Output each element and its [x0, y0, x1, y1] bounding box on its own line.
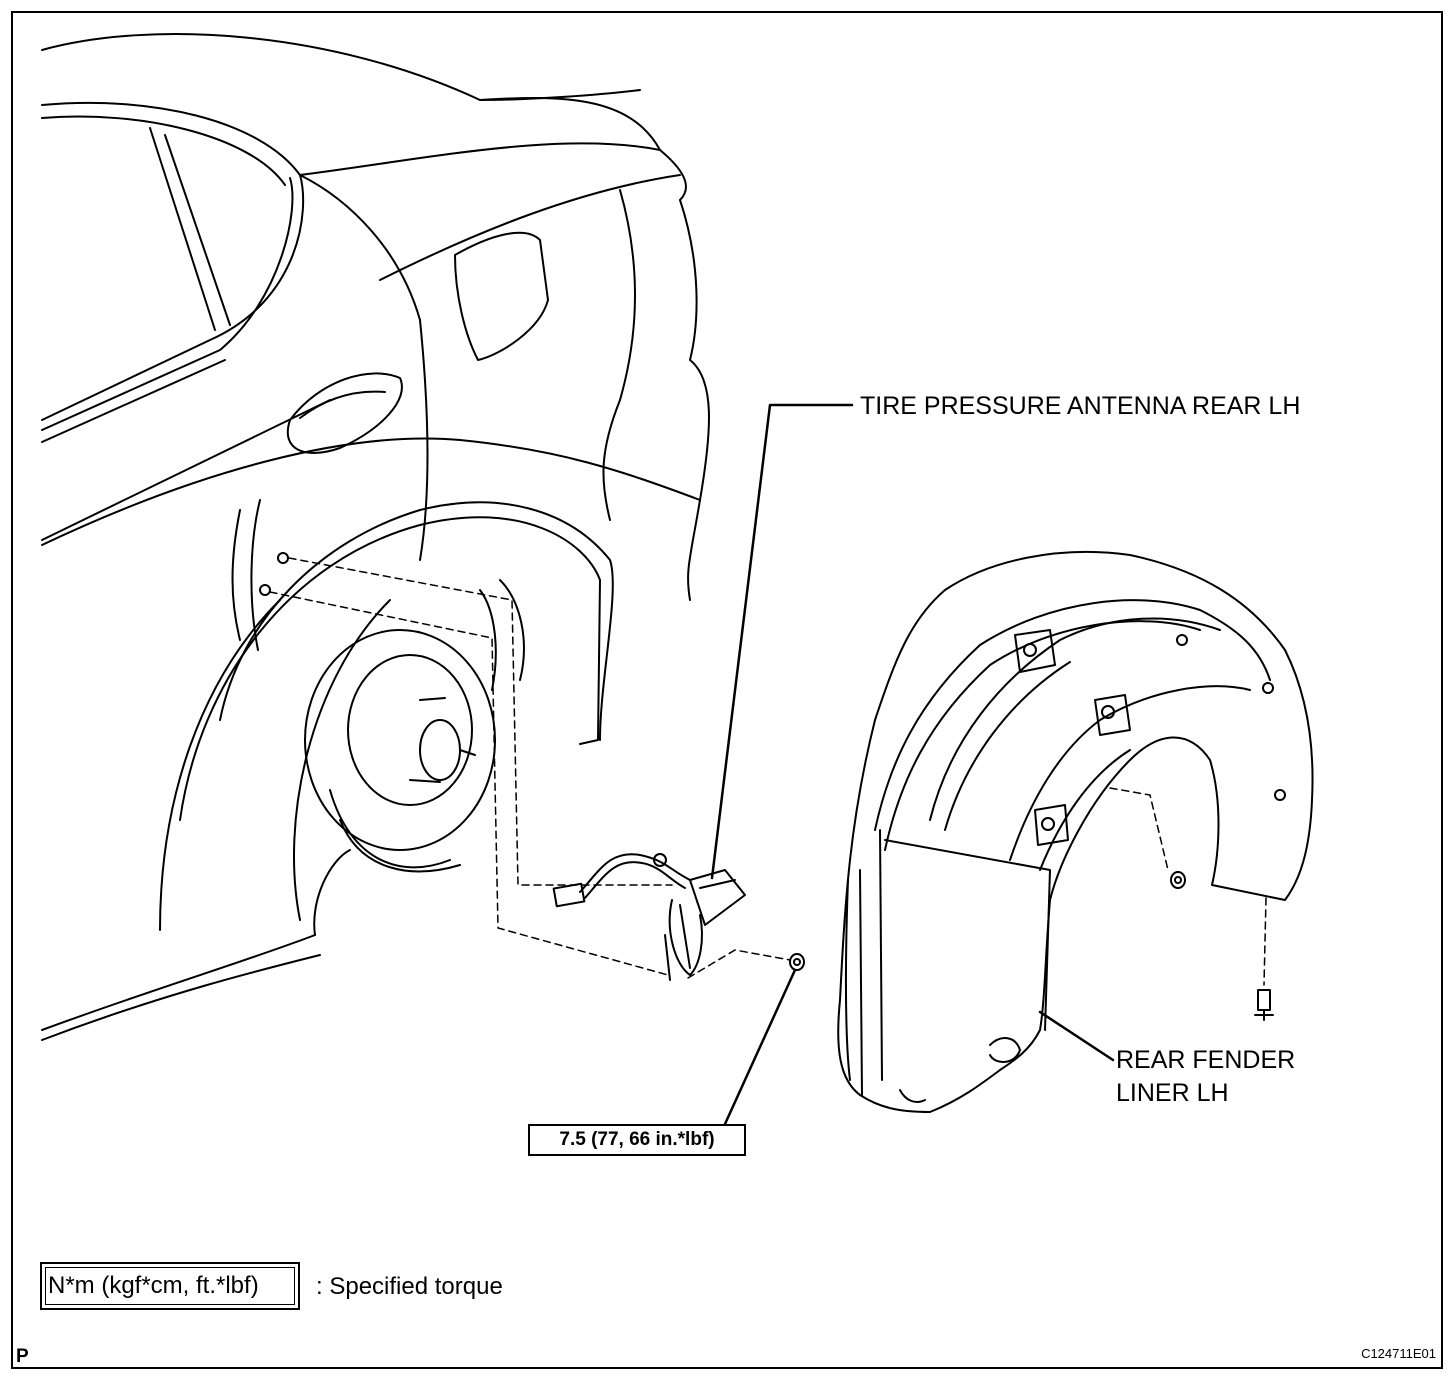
label-leader-lines	[710, 403, 1115, 1126]
torque-spec-box: 7.5 (77, 66 in.*lbf)	[528, 1124, 746, 1156]
tire-pressure-antenna-part	[552, 853, 746, 981]
antenna-label: TIRE PRESSURE ANTENNA REAR LH	[860, 392, 1301, 420]
vehicle-body	[41, 33, 710, 1041]
liner-label-line1: REAR FENDER	[1116, 1046, 1296, 1074]
rear-fender-liner-part	[837, 550, 1314, 1113]
liner-leader-line	[1038, 1010, 1115, 1062]
torque-leader-line	[723, 968, 797, 1126]
legend-unit-text: N*m (kgf*cm, ft.*lbf)	[48, 1272, 259, 1299]
corner-mark: P	[16, 1346, 29, 1367]
fastener-nut	[789, 953, 805, 971]
diagram-frame	[11, 11, 1443, 1369]
antenna-leader-line	[710, 403, 854, 880]
liner-clip-and-screw	[1170, 871, 1274, 1021]
legend-description: : Specified torque	[316, 1273, 503, 1300]
liner-label-line2: LINER LH	[1116, 1079, 1229, 1107]
legend-unit-box: N*m (kgf*cm, ft.*lbf)	[40, 1262, 300, 1310]
figure-code: C124711E01	[1361, 1346, 1436, 1361]
legend-box-inner-border	[45, 1267, 295, 1305]
